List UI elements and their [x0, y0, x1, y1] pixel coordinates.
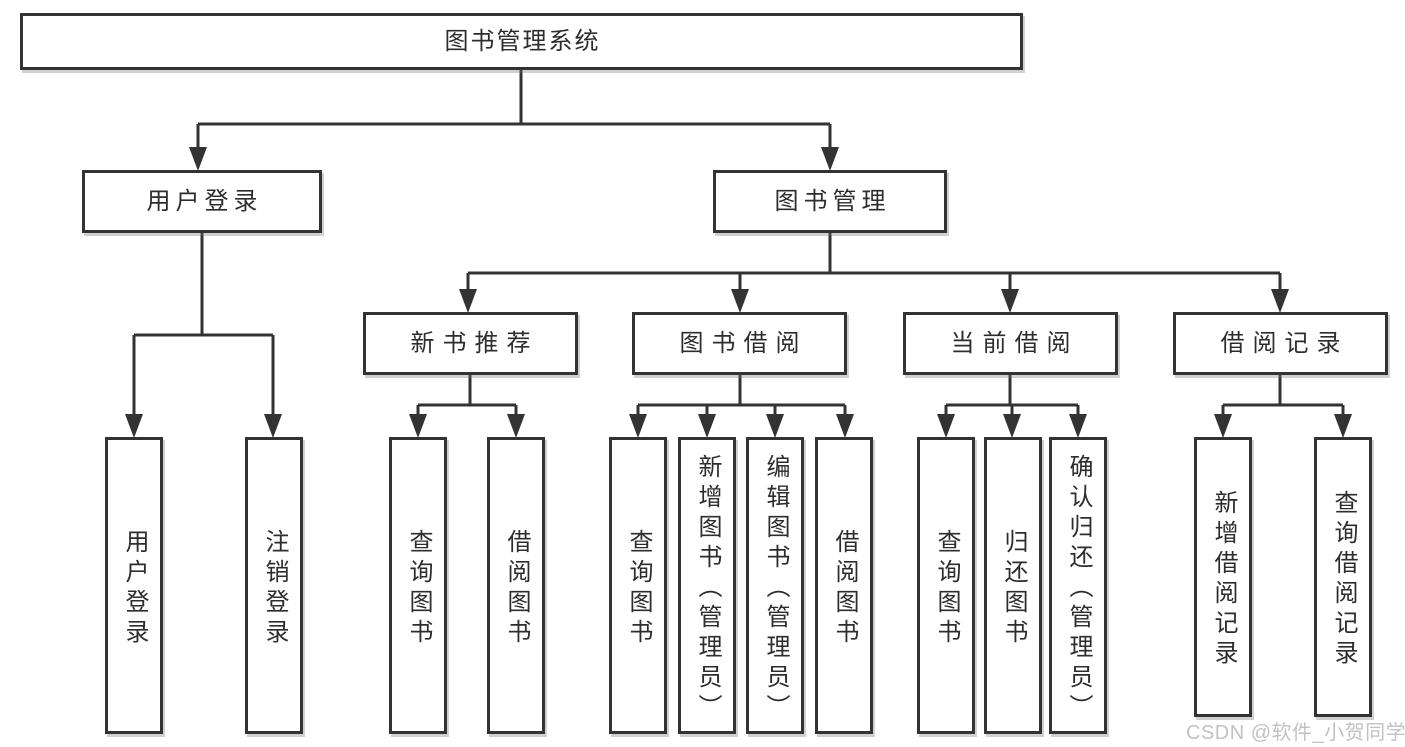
node-root: 图书管理系统	[20, 13, 1023, 70]
node-user-login: 用户登录	[82, 170, 322, 233]
leaf-edit-books-admin: 编辑图书（管理员）	[746, 437, 804, 734]
leaf-label: 编辑图书（管理员）	[762, 453, 789, 724]
leaf-label: 查询图书	[405, 528, 432, 649]
node-root-label: 图书管理系统	[444, 27, 601, 55]
node-book-borrow: 图书借阅	[632, 312, 847, 375]
leaf-label: 新增图书（管理员）	[694, 453, 721, 724]
leaf-query-borrow-record: 查询借阅记录	[1314, 437, 1372, 717]
leaf-borrow-books: 借阅图书	[815, 437, 873, 734]
leaf-label: 查询借阅记录	[1330, 490, 1357, 670]
leaf-add-books-admin: 新增图书（管理员）	[678, 437, 736, 734]
leaf-label: 查询图书	[933, 528, 960, 649]
leaf-borrow-books: 借阅图书	[487, 437, 545, 734]
node-current-borrow: 当前借阅	[903, 312, 1118, 375]
leaf-return-books: 归还图书	[984, 437, 1042, 734]
leaf-query-books: 查询图书	[609, 437, 667, 734]
leaf-label: 用户登录	[121, 528, 148, 649]
watermark: CSDN @软件_小贺同学	[1186, 722, 1405, 744]
leaf-add-borrow-record: 新增借阅记录	[1194, 437, 1252, 717]
leaf-label: 查询图书	[625, 528, 652, 649]
node-book-borrow-label: 图书借阅	[679, 329, 808, 357]
leaf-label: 借阅图书	[503, 528, 530, 649]
node-book-management-label: 图书管理	[774, 187, 891, 215]
node-book-management: 图书管理	[713, 170, 947, 233]
leaf-query-books: 查询图书	[389, 437, 447, 734]
node-current-borrow-label: 当前借阅	[950, 329, 1079, 357]
leaf-label: 注销登录	[261, 528, 288, 649]
leaf-user-login: 用户登录	[105, 437, 163, 734]
leaf-label: 借阅图书	[831, 528, 858, 649]
leaf-logout: 注销登录	[245, 437, 303, 734]
leaf-confirm-return-admin: 确认归还（管理员）	[1049, 437, 1107, 734]
leaf-label: 新增借阅记录	[1210, 490, 1237, 670]
node-borrow-records: 借阅记录	[1173, 312, 1388, 375]
node-borrow-records-label: 借阅记录	[1220, 329, 1349, 357]
node-user-login-label: 用户登录	[146, 187, 263, 215]
node-new-book-recommend-label: 新书推荐	[410, 329, 539, 357]
leaf-query-books: 查询图书	[917, 437, 975, 734]
node-new-book-recommend: 新书推荐	[363, 312, 578, 375]
leaf-label: 确认归还（管理员）	[1065, 453, 1092, 724]
leaf-label: 归还图书	[1000, 528, 1027, 649]
connector-line-paths	[132, 70, 1345, 417]
connector-arrowheads	[125, 147, 1352, 438]
